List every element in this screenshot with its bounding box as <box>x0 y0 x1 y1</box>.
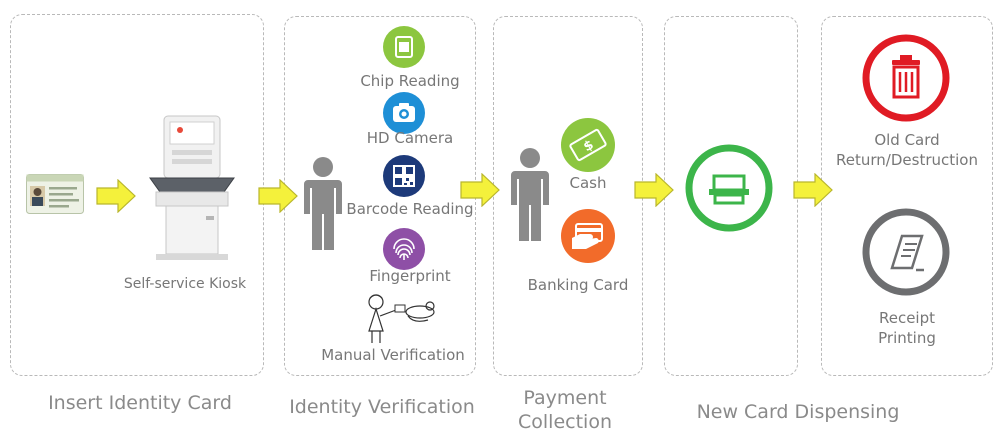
flow-arrow-4 <box>634 173 674 207</box>
person-icon <box>304 157 342 250</box>
payer-person-icon <box>511 148 549 241</box>
identity-card-icon <box>26 174 84 214</box>
label-printing: Printing <box>878 329 936 347</box>
qr-code-icon <box>383 155 425 197</box>
label-old-card: Old Card <box>874 131 940 149</box>
label-self-service-kiosk: Self-service Kiosk <box>123 276 247 292</box>
stage-title-collection: Collection <box>518 411 612 433</box>
label-manual-verification: Manual Verification <box>321 346 465 364</box>
flow-arrow-1 <box>96 179 136 213</box>
label-banking-card: Banking Card <box>527 276 629 294</box>
label-chip-reading: Chip Reading <box>360 72 460 90</box>
label-barcode-reading: Barcode Reading <box>346 200 474 218</box>
stage-title-insert-identity-card: Insert Identity Card <box>48 392 232 414</box>
flow-arrow-5 <box>793 173 833 207</box>
card-printer-icon <box>685 144 773 232</box>
cash-icon: $ <box>561 118 615 172</box>
flow-arrow-3 <box>460 173 500 207</box>
trash-icon <box>862 34 950 122</box>
kiosk-icon <box>149 115 235 260</box>
camera-icon <box>383 92 425 134</box>
label-hd-camera: HD Camera <box>366 129 454 147</box>
flow-arrow-2 <box>258 179 298 213</box>
stage-title-identity-verification: Identity Verification <box>289 396 475 418</box>
label-fingerprint: Fingerprint <box>369 267 451 285</box>
label-return-destruction: Return/Destruction <box>836 151 978 169</box>
stage-title-new-card-dispensing: New Card Dispensing <box>696 401 900 423</box>
receipt-icon <box>862 208 950 296</box>
manual-verification-illustration <box>368 294 435 343</box>
chip-icon <box>383 26 425 68</box>
card-payment-icon <box>561 209 615 263</box>
fingerprint-icon <box>383 228 425 270</box>
label-cash: Cash <box>569 174 607 192</box>
stage-title-payment: Payment <box>523 387 607 409</box>
label-receipt: Receipt <box>878 309 936 327</box>
